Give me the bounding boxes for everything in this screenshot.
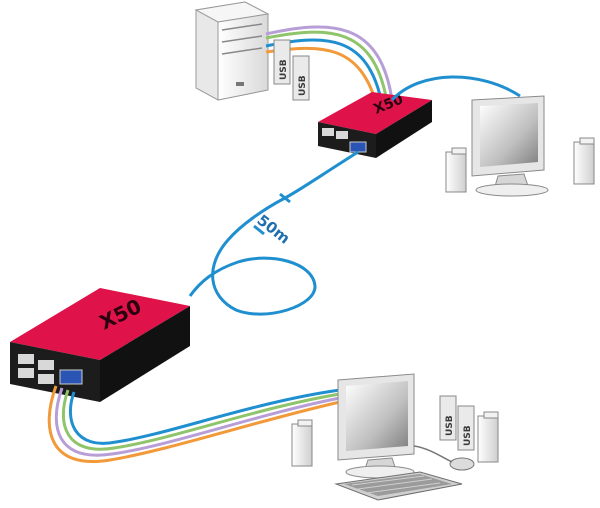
speaker-top-right xyxy=(573,137,595,185)
usb-label: USB xyxy=(463,425,473,446)
monitor-bottom xyxy=(337,373,415,479)
cable-bundle-bottom xyxy=(47,385,341,463)
usb-label: USB xyxy=(298,75,308,96)
monitor-top xyxy=(471,95,549,197)
extender-receiver: X50 xyxy=(10,288,190,402)
usb-plug-top-2: USB xyxy=(292,55,310,101)
mouse xyxy=(413,445,475,471)
keyboard xyxy=(334,471,463,501)
computer-tower-top xyxy=(194,1,270,101)
cable-marker-start xyxy=(279,192,291,204)
usb-label: USB xyxy=(445,415,455,436)
usb-plug-bottom-1: USB xyxy=(439,395,457,441)
usb-plug-top-1: USB xyxy=(273,39,291,85)
usb-plug-bottom-2: USB xyxy=(457,405,475,451)
cable-monitor-top xyxy=(390,75,521,102)
extender-transmitter: X50 xyxy=(318,91,432,158)
speaker-top-left xyxy=(445,147,467,193)
cable-length-label: 50m xyxy=(254,211,294,248)
speaker-bottom-right xyxy=(477,411,499,463)
cable-marker-end xyxy=(253,224,265,236)
usb-label: USB xyxy=(279,59,289,80)
speaker-bottom-left xyxy=(291,419,313,467)
